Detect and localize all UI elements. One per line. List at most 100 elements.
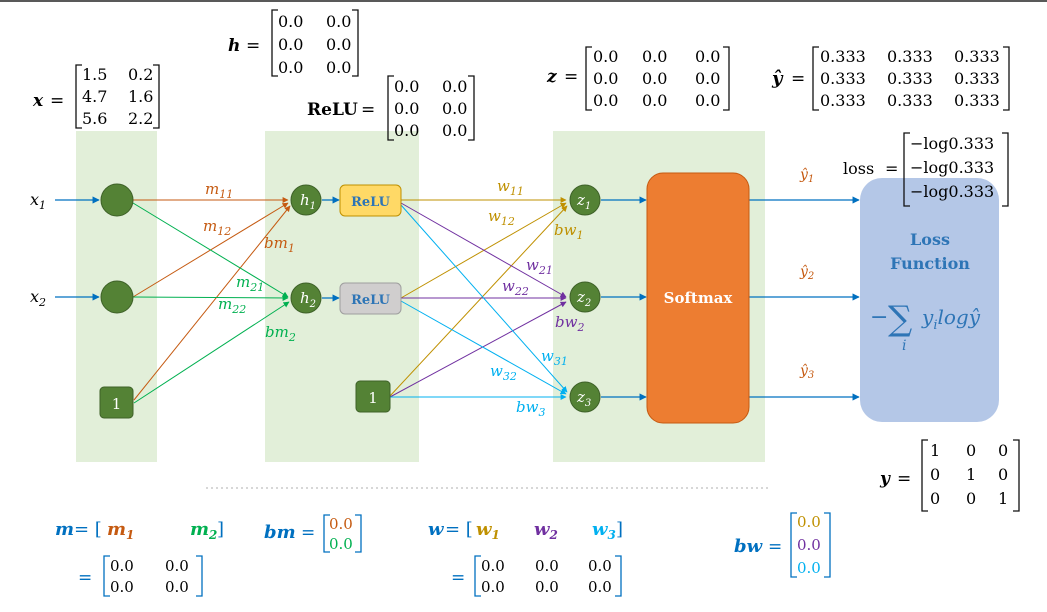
matrix-x-eq: = (50, 91, 64, 111)
matrix-yhat-r1c0: 0.333 (820, 69, 866, 88)
hidden-node-h2 (290, 282, 322, 314)
matrix-z-r0c1: 0.0 (642, 47, 667, 66)
relu-label-2: ReLU (351, 293, 391, 308)
hidden-bias-node (355, 380, 391, 413)
legend-m-eq: = [ (74, 519, 102, 540)
legend-w-r1c1: 0.0 (535, 578, 559, 596)
matrix-yhat-bracket-left (812, 46, 819, 111)
matrix-yhat-r2c0: 0.333 (820, 91, 866, 110)
legend-w-r0c2: 0.0 (588, 557, 612, 575)
z2-label: z2 (576, 288, 591, 309)
softmax-label: Softmax (664, 289, 734, 307)
legend-w-r0c1: 0.0 (535, 557, 559, 575)
legend-m-label: m (55, 519, 74, 540)
label-bw3: bw3 (516, 398, 545, 419)
matrix-yhat-eq: = (791, 69, 805, 89)
matrix-relu-label: ReLU (307, 100, 358, 120)
legend-bm-bracket-left (323, 514, 330, 553)
matrix-relu-bracket-right (468, 75, 475, 141)
output-node-z2 (569, 281, 601, 313)
legend-bm-bracket-right (355, 514, 362, 553)
matrix-loss-r2: −log0.333 (910, 182, 994, 201)
legend-w-close: ] (616, 519, 623, 540)
legend-w-item3: w3 (592, 519, 616, 542)
legend-w-item1: w1 (476, 519, 500, 542)
legend-bm-eq: = (301, 523, 315, 543)
matrix-z-r2c1: 0.0 (642, 91, 667, 110)
matrix-h-r1c1: 0.0 (326, 35, 351, 54)
matrix-x-r2c1: 2.2 (128, 109, 153, 128)
matrix-y-r2c0: 0 (930, 489, 940, 508)
legend-bm-r1: 0.0 (329, 535, 353, 553)
matrix-z-label: z (546, 67, 557, 87)
matrix-z-r0c0: 0.0 (593, 47, 618, 66)
loss-title-1: Loss (910, 230, 950, 249)
label-bm1: bm1 (264, 234, 295, 255)
legend-m-eq2: = (78, 568, 92, 588)
softmax-box (646, 172, 750, 424)
matrix-h-eq: = (246, 36, 260, 56)
matrix-y-bracket-right (1013, 439, 1020, 512)
label-w22: w22 (502, 277, 529, 298)
loss-formula-sum: ∑ (888, 299, 912, 339)
label-w31: w31 (541, 347, 568, 368)
matrix-loss-label: loss (843, 159, 874, 178)
edge-m21 (132, 202, 289, 298)
matrix-relu-r2c1: 0.0 (442, 121, 467, 140)
legend-w-item2: w2 (534, 519, 558, 542)
legend-bm-label: bm (264, 522, 296, 543)
input-node-2 (100, 280, 134, 314)
matrix-loss-bracket-right (1002, 132, 1009, 207)
loss-title-2: Function (890, 254, 970, 273)
edge-w21 (400, 202, 567, 298)
matrix-h-r0c1: 0.0 (326, 12, 351, 31)
legend-w-r1c0: 0.0 (481, 578, 505, 596)
output-node-z1 (569, 184, 601, 216)
legend-m-item2: m2 (190, 519, 217, 542)
matrix-y-r0c2: 0 (998, 441, 1008, 460)
matrix-z-r1c2: 0.0 (695, 69, 720, 88)
legend-m-r1c0: 0.0 (110, 578, 134, 596)
edge-m22 (132, 294, 289, 301)
relu-box-2 (339, 282, 402, 315)
z1-label: z1 (576, 191, 591, 212)
matrix-y-r1c0: 0 (930, 465, 940, 484)
legend-w-bracket-left (474, 555, 481, 597)
matrix-y-r1c1: 1 (966, 465, 976, 484)
yhat2-label: ŷ2 (799, 263, 814, 282)
matrix-y-bracket-left (921, 439, 928, 512)
loss-formula-body: yilogŷ (921, 305, 981, 333)
matrix-yhat-r2c2: 0.333 (954, 91, 1000, 110)
input-bias-label: 1 (112, 395, 122, 413)
label-w11: w11 (497, 177, 524, 198)
input-bias-node (99, 386, 134, 419)
matrix-h-r1c0: 0.0 (278, 35, 303, 54)
yhat1-label: ŷ1 (799, 166, 814, 185)
matrix-z-bracket-right (723, 46, 730, 111)
legend-m-bracket-right (196, 555, 203, 597)
matrix-x-label: x (32, 91, 44, 111)
legend-m-r1c1: 0.0 (165, 578, 189, 596)
matrix-z-r2c0: 0.0 (593, 91, 618, 110)
matrix-h-r2c1: 0.0 (326, 58, 351, 77)
matrix-relu-r0c1: 0.0 (442, 77, 467, 96)
loss-formula-minus: − (870, 305, 888, 330)
label-bm2: bm2 (265, 323, 296, 344)
legend-m-item1: m1 (107, 519, 134, 542)
matrix-x-r0c0: 1.5 (82, 65, 107, 84)
legend-bw-r1: 0.0 (797, 536, 821, 554)
matrix-x-bracket-left (75, 64, 82, 129)
matrix-yhat-r0c0: 0.333 (820, 47, 866, 66)
label-m21: m21 (236, 273, 264, 294)
matrix-h-r2c0: 0.0 (278, 58, 303, 77)
label-bw1: bw1 (554, 221, 583, 242)
matrix-relu-r0c0: 0.0 (394, 77, 419, 96)
matrix-x-r0c1: 0.2 (128, 65, 153, 84)
matrix-h-r0c0: 0.0 (278, 12, 303, 31)
x1-label: x1 (30, 190, 46, 212)
input-node-1 (100, 183, 134, 217)
matrix-loss-r0: −log0.333 (910, 134, 994, 153)
matrix-y-label: y (879, 469, 891, 489)
matrix-yhat-r2c1: 0.333 (887, 91, 933, 110)
